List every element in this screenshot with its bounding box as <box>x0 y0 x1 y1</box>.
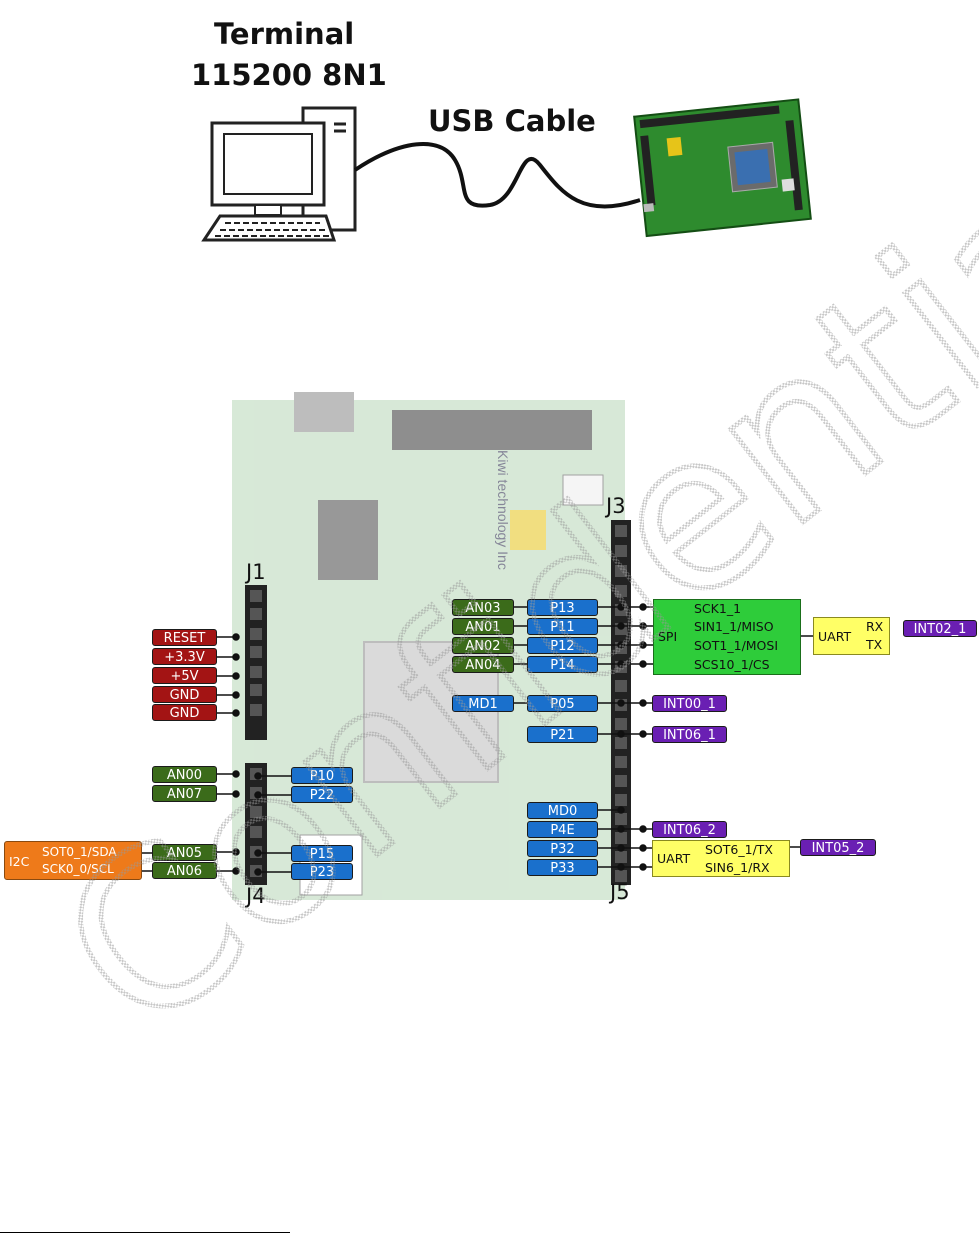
spi-miso: SIN1_1/MISO <box>694 619 774 634</box>
j5-port-p33: P33 <box>527 859 598 876</box>
int05-2-label: INT05_2 <box>800 839 876 856</box>
uart-bottom-title: UART <box>657 851 691 866</box>
j1-pin-3v3: +3.3V <box>152 648 217 665</box>
uart-bottom-rx: SIN6_1/RX <box>705 860 770 875</box>
int06-1-label: INT06_1 <box>652 726 727 743</box>
j1-pin-5v: +5V <box>152 667 217 684</box>
j3-analog-an04: AN04 <box>452 656 514 673</box>
terminal-title: Terminal <box>214 17 355 51</box>
j4-port-p23: P23 <box>291 863 353 880</box>
j3-analog-an01: AN01 <box>452 618 514 635</box>
port-p21: P21 <box>527 726 598 743</box>
usb-connector-icon <box>294 392 354 432</box>
j5-port-p32: P32 <box>527 840 598 857</box>
j3-port-p13: P13 <box>527 599 598 616</box>
uart-bottom-tx: SOT6_1/TX <box>705 842 773 857</box>
uart-bottom-box: UART SOT6_1/TX SIN6_1/RX <box>652 840 790 877</box>
i2c-sda: SOT0_1/SDA <box>42 845 117 859</box>
j1-pin-reset: RESET <box>152 629 217 646</box>
j3-port-p11: P11 <box>527 618 598 635</box>
board-photo <box>633 98 812 238</box>
int02-1-label: INT02_1 <box>903 620 977 637</box>
j4-analog-an05: AN05 <box>152 844 217 861</box>
j5-mode-md0: MD0 <box>527 802 598 819</box>
j1-pin-gnd-1: GND <box>152 686 217 703</box>
j4-analog-an00: AN00 <box>152 766 217 783</box>
j4-label: J4 <box>246 884 266 908</box>
j5-label: J5 <box>610 880 630 904</box>
uart-top-title: UART <box>818 629 852 644</box>
spi-mosi: SOT1_1/MOSI <box>694 638 779 653</box>
j3-port-p12: P12 <box>527 637 598 654</box>
j5-port-p4e: P4E <box>527 821 598 838</box>
usb-cable-label: USB Cable <box>428 104 596 138</box>
j4-analog-an06: AN06 <box>152 862 217 879</box>
j4-port-p15: P15 <box>291 845 353 862</box>
i2c-title: I2C <box>9 854 30 869</box>
computer-setup-illustration <box>201 98 812 242</box>
uart-top-tx: TX <box>866 637 883 652</box>
j4-port-p10: P10 <box>291 767 353 784</box>
terminal-settings: 115200 8N1 <box>191 58 387 92</box>
j1-header <box>245 585 267 740</box>
footnote-rule <box>0 1232 290 1233</box>
j3-analog-an03: AN03 <box>452 599 514 616</box>
int00-1-label: INT00_1 <box>652 695 727 712</box>
spi-sck: SCK1_1 <box>694 601 742 616</box>
spi-box: SPI SCK1_1 SIN1_1/MISO SOT1_1/MOSI SCS10… <box>653 599 801 675</box>
j4-port-p22: P22 <box>291 786 353 803</box>
j3-port-p14: P14 <box>527 656 598 673</box>
j1-pin-gnd-2: GND <box>152 704 217 721</box>
port-p05: P05 <box>527 695 598 712</box>
spi-cs: SCS10_1/CS <box>694 657 770 672</box>
uart-top-rx: RX <box>866 619 884 634</box>
uart-top-box: UART RX TX <box>813 617 890 655</box>
computer-icon <box>201 106 357 242</box>
usb-cable <box>353 142 641 209</box>
int06-2-label: INT06_2 <box>652 821 727 838</box>
mode-md1: MD1 <box>452 695 514 712</box>
j4-analog-an07: AN07 <box>152 785 217 802</box>
i2c-box: I2C SOT0_1/SDA SCK0_0/SCL <box>4 841 142 880</box>
i2c-scl: SCK0_0/SCL <box>42 862 114 876</box>
j3-analog-an02: AN02 <box>452 637 514 654</box>
j1-label: J1 <box>246 560 266 584</box>
board-brand-text: Kiwi technology Inc <box>495 450 511 570</box>
spi-title: SPI <box>658 629 678 644</box>
j3-label: J3 <box>606 494 626 518</box>
